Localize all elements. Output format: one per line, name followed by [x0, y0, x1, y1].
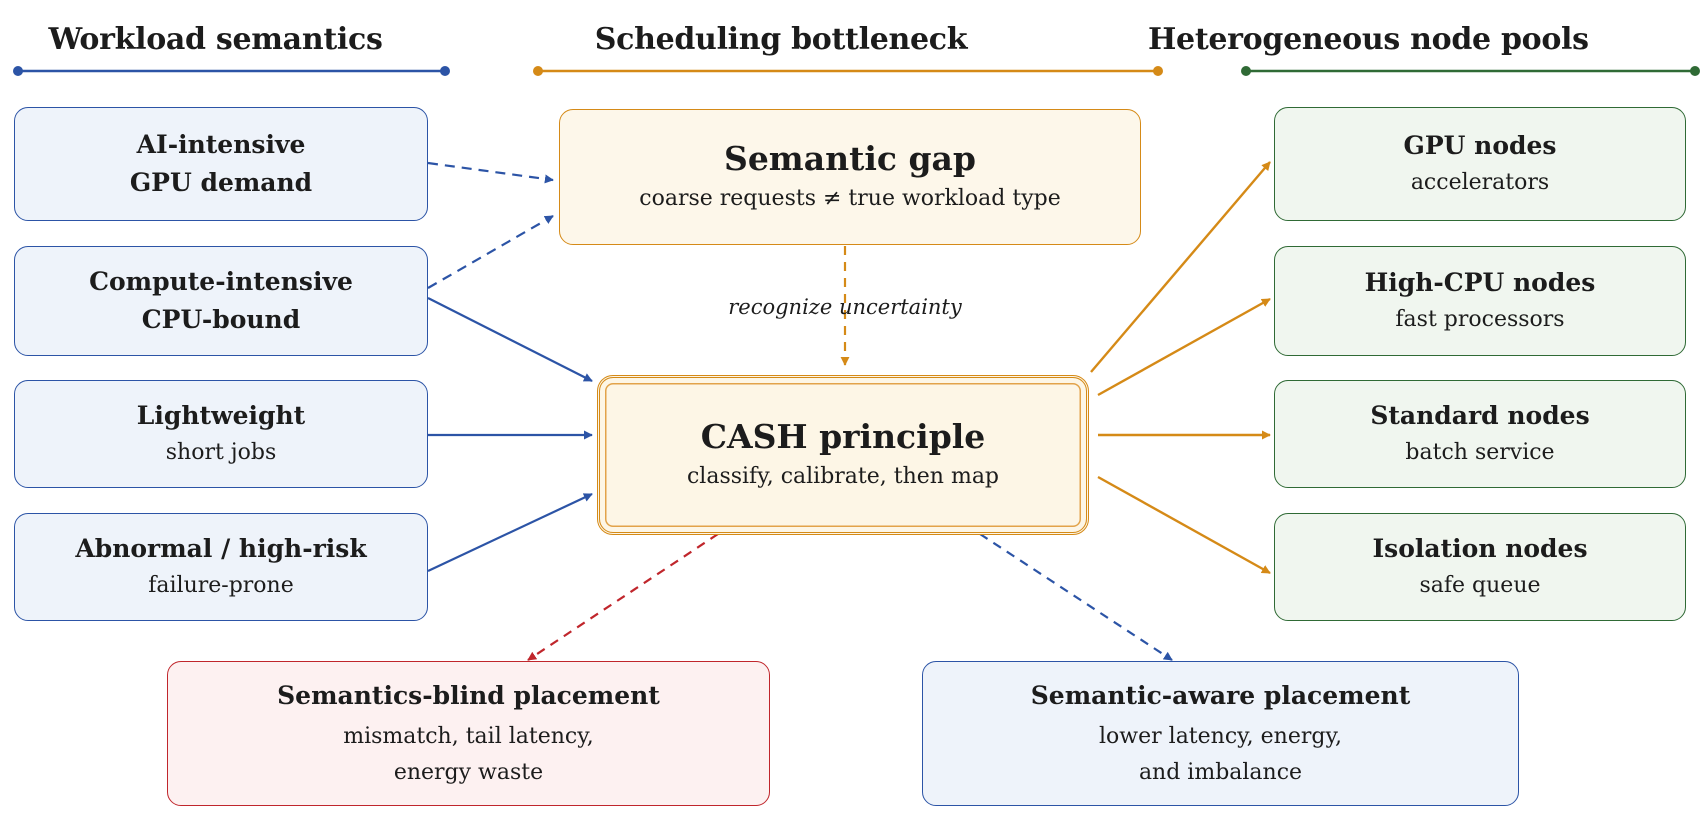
arrow-cash-to-aware: [979, 533, 1173, 661]
workload-subtitle: failure-prone: [148, 573, 294, 598]
node-pool-high-cpu: High-CPU nodes fast processors: [1274, 246, 1686, 356]
arrow-cash-to-isolation: [1097, 475, 1271, 575]
recognize-uncertainty-label: recognize uncertainty: [728, 295, 962, 319]
heading-workload-semantics: Workload semantics: [48, 22, 383, 57]
node-pool-isolation: Isolation nodes safe queue: [1274, 513, 1686, 621]
node-pool-title: Isolation nodes: [1372, 534, 1588, 563]
arrow-cash-to-highcpu: [1097, 297, 1271, 397]
workload-abnormal: Abnormal / high-risk failure-prone: [14, 513, 428, 621]
semantic-gap-title: Semantic gap: [723, 139, 976, 178]
blind-placement-line1: mismatch, tail latency,: [343, 723, 594, 749]
arrow-abnormal-to-cash: [427, 493, 593, 572]
node-pool-title: GPU nodes: [1403, 131, 1557, 160]
semantic-gap-subtitle: coarse requests ≠ true workload type: [639, 186, 1061, 211]
heading-rule-right: [1241, 66, 1700, 76]
arrow-cash-to-gpu: [1090, 161, 1271, 373]
workload-title: AI-intensive: [136, 130, 306, 159]
heading-node-pools: Heterogeneous node pools: [1148, 22, 1589, 57]
heading-rule-left: [13, 66, 450, 76]
node-pool-subtitle: accelerators: [1410, 170, 1550, 195]
workload-title: Compute-intensive: [89, 267, 353, 296]
node-pool-subtitle: fast processors: [1395, 307, 1565, 332]
arrow-compute-to-gap: [427, 215, 554, 289]
semantics-blind-placement-box: Semantics-blind placement mismatch, tail…: [167, 661, 770, 806]
workload-subtitle: short jobs: [165, 440, 277, 465]
aware-placement-line2: and imbalance: [1138, 759, 1303, 785]
workload-ai-intensive: AI-intensive GPU demand: [14, 107, 428, 221]
cash-principle-subtitle: classify, calibrate, then map: [686, 464, 1000, 489]
workload-title: Abnormal / high-risk: [75, 534, 367, 563]
blind-placement-line2: energy waste: [393, 759, 544, 785]
workload-subtitle: GPU demand: [129, 168, 313, 197]
arrow-compute-to-cash: [427, 297, 593, 382]
semantic-aware-placement-box: Semantic-aware placement lower latency, …: [922, 661, 1519, 806]
node-pool-standard: Standard nodes batch service: [1274, 380, 1686, 488]
workload-title: Lightweight: [136, 401, 306, 430]
cash-principle-title: CASH principle: [700, 417, 986, 456]
node-pool-title: High-CPU nodes: [1364, 268, 1596, 297]
node-pool-title: Standard nodes: [1370, 401, 1590, 430]
node-pool-subtitle: safe queue: [1419, 573, 1541, 598]
workload-compute-intensive: Compute-intensive CPU-bound: [14, 246, 428, 356]
arrow-ai-to-gap: [427, 161, 554, 184]
blind-placement-title: Semantics-blind placement: [277, 680, 660, 710]
workload-lightweight: Lightweight short jobs: [14, 380, 428, 488]
aware-placement-line1: lower latency, energy,: [1099, 723, 1342, 749]
heading-scheduling-bottleneck: Scheduling bottleneck: [594, 22, 968, 57]
node-pool-subtitle: batch service: [1405, 440, 1555, 465]
workload-subtitle: CPU-bound: [141, 305, 301, 334]
arrow-cash-to-blind: [527, 533, 719, 661]
aware-placement-title: Semantic-aware placement: [1030, 680, 1411, 710]
semantic-gap-box: Semantic gap coarse requests ≠ true work…: [559, 109, 1141, 245]
node-pool-gpu: GPU nodes accelerators: [1274, 107, 1686, 221]
cash-principle-box: CASH principle classify, calibrate, then…: [597, 375, 1089, 535]
heading-rule-center: [533, 66, 1163, 76]
